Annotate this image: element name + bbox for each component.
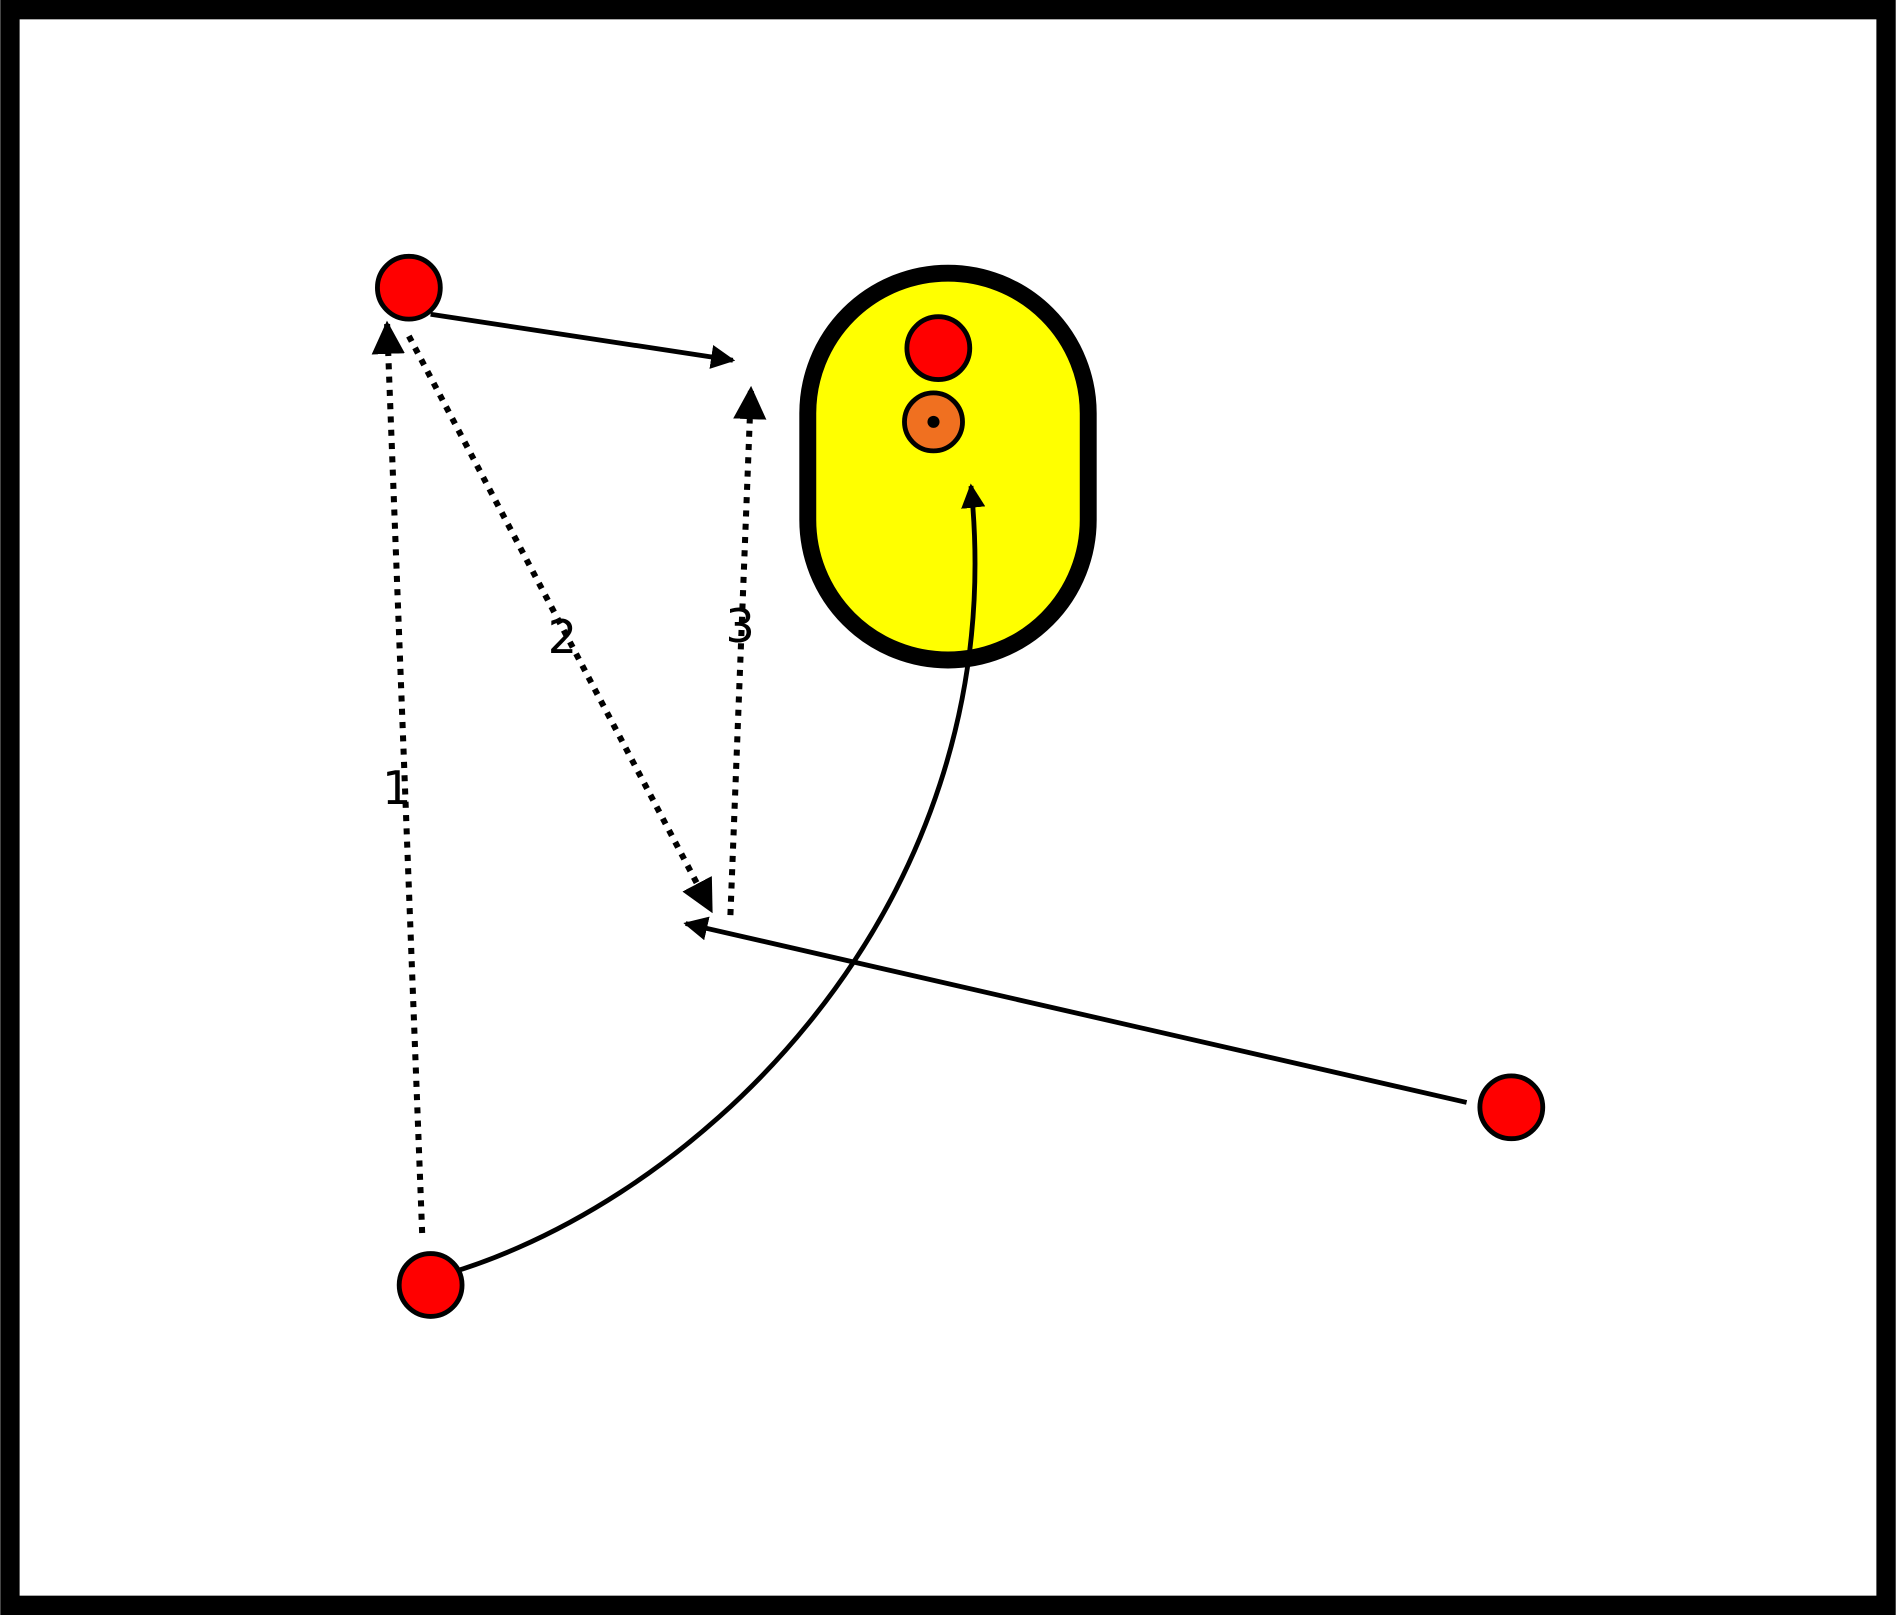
run-arrow-1 [371,320,426,1234]
player-top-left [375,253,443,322]
pass-arrow-top [430,311,736,369]
player-right [1477,1073,1546,1142]
curved-run-arrow [417,483,986,1284]
pass-arrow-right [683,916,1468,1105]
target-zone [799,264,1097,669]
player-bottom-left [396,1251,465,1319]
run-arrow-2 [406,334,714,914]
step-label-1: 1 [382,761,411,815]
player-in-zone [904,314,973,382]
step-label-3: 3 [725,599,754,653]
ball-marker-center-dot [927,415,940,428]
step-label-2: 2 [548,610,577,664]
